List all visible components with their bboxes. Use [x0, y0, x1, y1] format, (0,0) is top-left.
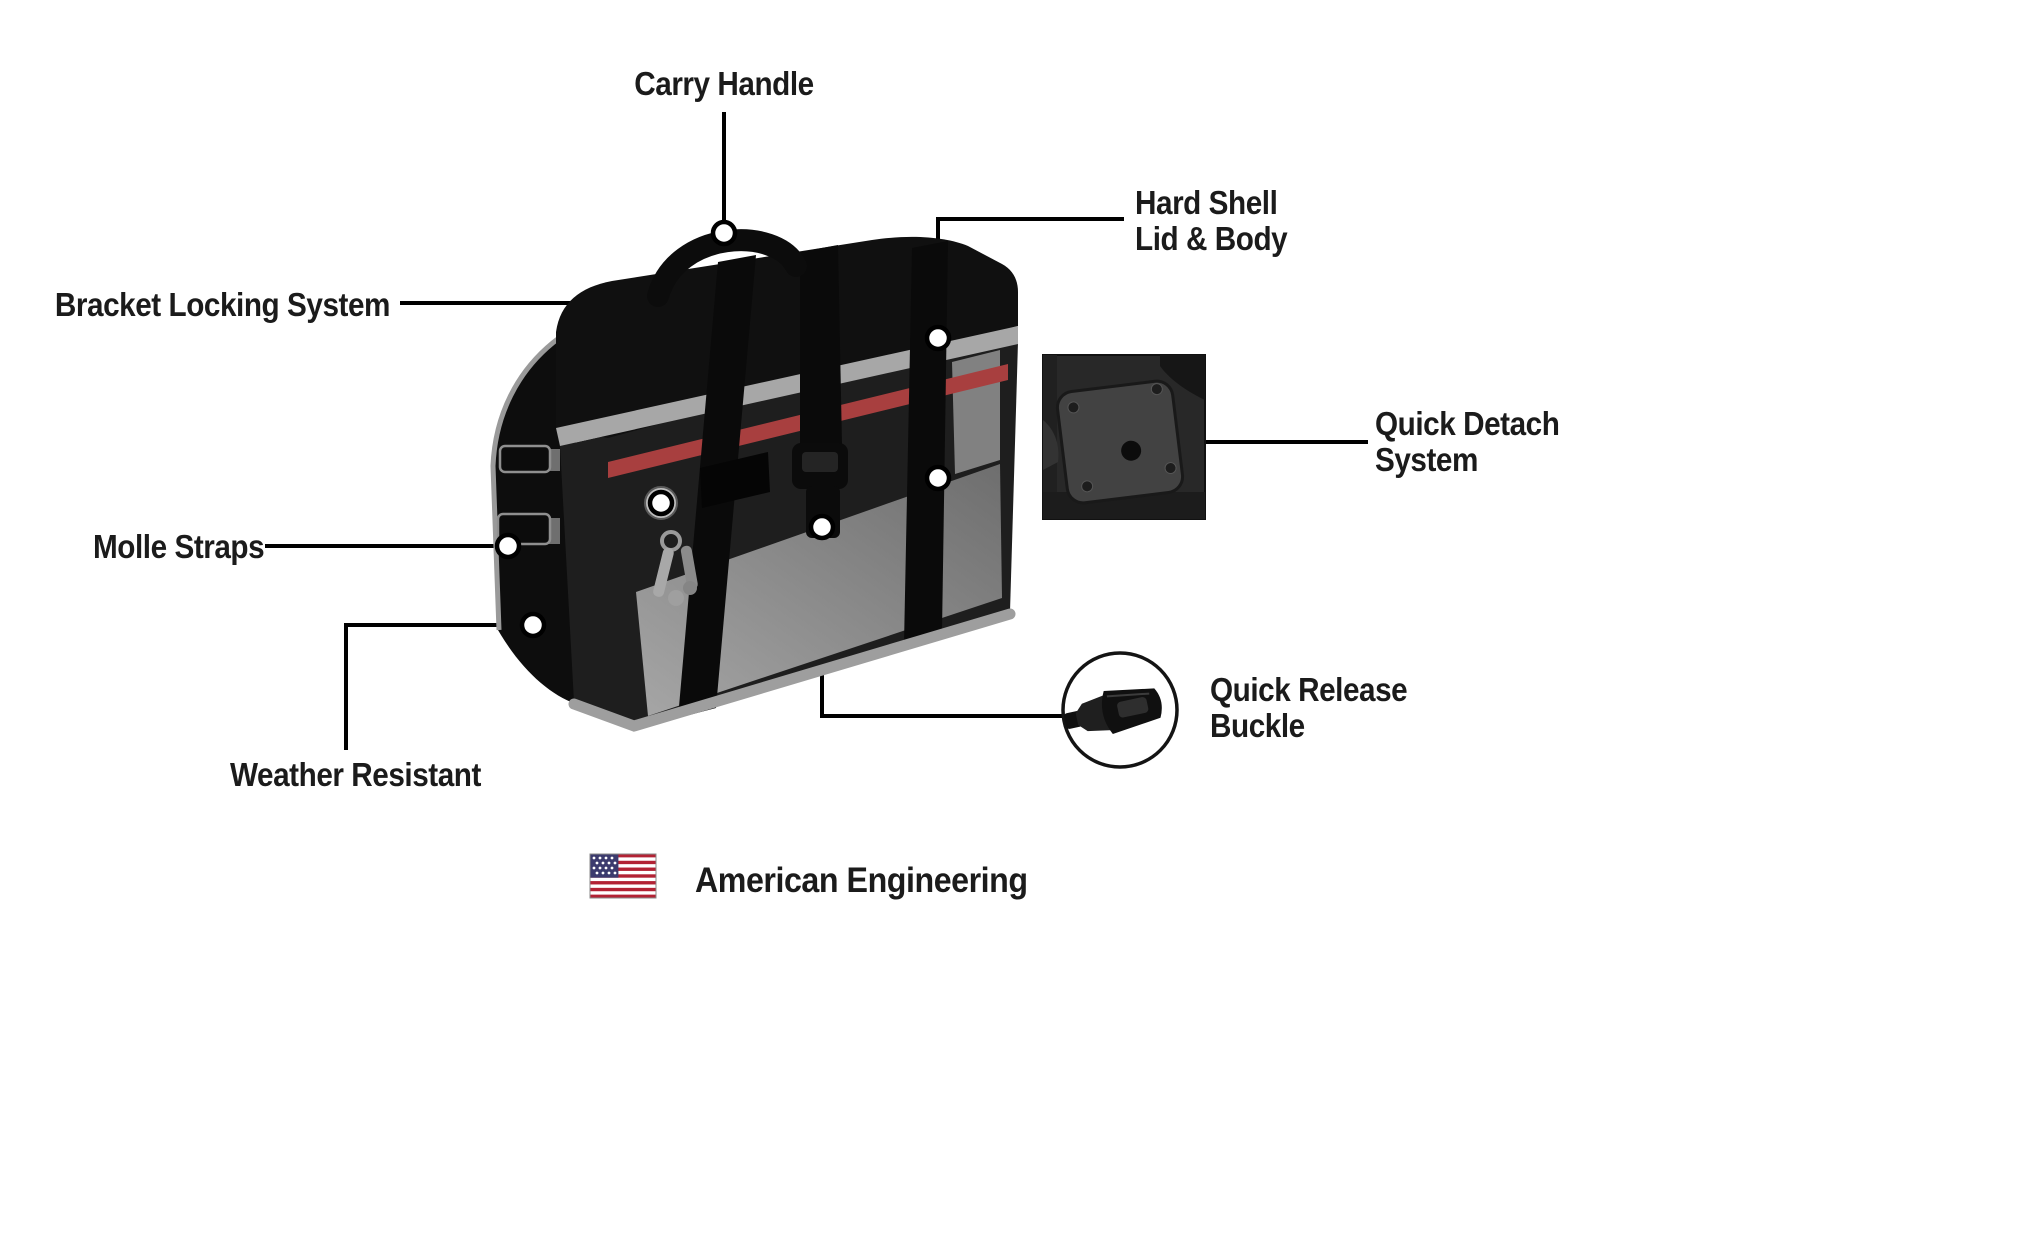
- bag-strap-left-keeper: [700, 452, 770, 508]
- callout-dot-bracket-locking: [647, 489, 675, 517]
- callout-label-carry-handle: Carry Handle: [634, 65, 814, 102]
- callout-dot-quick-release: [808, 513, 836, 541]
- footer-american-engineering: American Engineering: [695, 861, 1028, 900]
- quick-release-line2: Buckle: [1210, 707, 1305, 744]
- callout-dot-weather-resistant: [519, 611, 547, 639]
- callout-label-weather-resistant: Weather Resistant: [230, 756, 481, 793]
- callout-label-quick-detach: Quick Detach System: [1375, 405, 1560, 478]
- us-flag-icon: [589, 853, 657, 899]
- callout-dot-molle-straps: [494, 532, 522, 560]
- quick-detach-line2: System: [1375, 441, 1478, 478]
- callout-label-bracket-locking: Bracket Locking System: [54, 286, 391, 323]
- quick-release-line1: Quick Release: [1210, 671, 1408, 708]
- quick-release-buckle-icon: [1061, 651, 1179, 769]
- bag-buckle-slot: [802, 452, 838, 472]
- saddlebag-illustration: [490, 229, 1018, 732]
- bag-left-piping: [490, 335, 561, 631]
- callout-label-quick-release: Quick Release Buckle: [1210, 671, 1408, 744]
- callout-label-hard-shell: Hard Shell Lid & Body: [1135, 184, 1288, 257]
- hard-shell-line1: Hard Shell: [1135, 184, 1278, 221]
- callout-label-molle-straps: Molle Straps: [93, 528, 265, 565]
- callout-dot-hard-shell-upper: [924, 324, 952, 352]
- callout-dot-hard-shell-lower: [924, 464, 952, 492]
- callout-dot-carry-handle: [710, 219, 738, 247]
- callout-line-weather-resistant: [344, 623, 528, 750]
- bag-bottom-trim: [568, 608, 1016, 732]
- bag-lid-trim: [556, 326, 1018, 446]
- quick-detach-plate-icon: [1042, 354, 1206, 520]
- bag-strap-center: [800, 245, 842, 452]
- callout-dots: [494, 219, 952, 639]
- hard-shell-line2: Lid & Body: [1135, 220, 1288, 257]
- quick-detach-line1: Quick Detach: [1375, 405, 1560, 442]
